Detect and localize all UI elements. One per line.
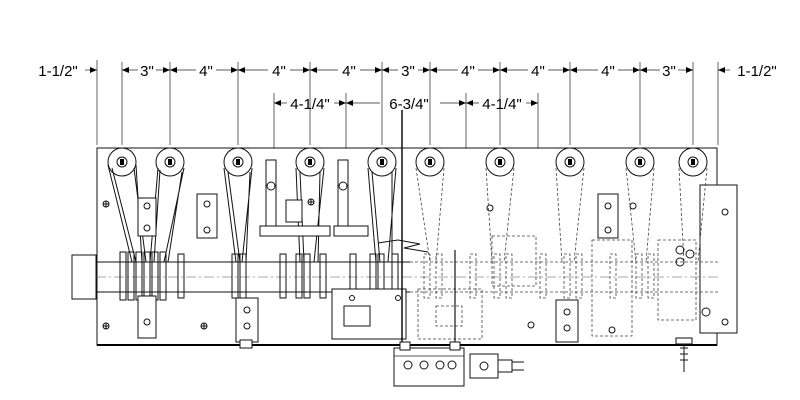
pulley-5 <box>367 147 397 177</box>
top-dim-label-2: 3" <box>140 63 154 80</box>
pulley-1 <box>107 147 137 177</box>
top-dim-label-3: 4" <box>199 63 213 80</box>
top-dim-label-11: 1-1/2" <box>737 63 777 80</box>
center-switch-block <box>331 288 407 340</box>
spring-assembly-1 <box>259 159 331 237</box>
adjust-screw <box>675 337 693 372</box>
pulley-6 <box>415 147 445 177</box>
pulley-row <box>107 147 708 177</box>
mid-dim-label-3: 4-1/4" <box>482 96 522 113</box>
right-switch-bracket-1 <box>555 299 579 343</box>
top-arrowheads <box>90 67 725 73</box>
base-plate <box>96 147 738 346</box>
cam-stacks-right <box>423 253 655 299</box>
mid-extension-lines <box>273 93 539 150</box>
top-extension-lines <box>96 60 719 145</box>
pulley-8 <box>555 147 585 177</box>
pulley-4 <box>295 147 325 177</box>
bottom-connector <box>393 341 524 387</box>
terminal-block-right <box>675 245 711 317</box>
right-end-bracket <box>699 184 738 334</box>
cam-group-1 <box>119 251 167 301</box>
pulley-7 <box>485 147 515 177</box>
mid-arrowheads <box>274 100 538 106</box>
switch-bracket-3 <box>235 297 259 349</box>
pulley-2 <box>155 147 185 177</box>
cam-stacks-left <box>119 251 399 301</box>
top-dim-label-7: 4" <box>461 63 475 80</box>
section-cut-line <box>377 110 456 358</box>
top-dim-label-1: 1-1/2" <box>38 63 78 80</box>
switch-bracket-2 <box>196 193 218 239</box>
switch-brackets <box>137 159 711 372</box>
top-dim-label-9: 4" <box>601 63 615 80</box>
cam-group-3 <box>279 253 327 299</box>
mid-dimension-chain: 4-1/4" 6-3/4" 4-1/4" <box>273 93 539 150</box>
left-switch-bracket <box>137 197 157 339</box>
mid-dim-label-2: 6-3/4" <box>389 96 429 113</box>
belts-right-hidden <box>415 167 708 263</box>
top-dim-label-10: 3" <box>662 63 676 80</box>
top-dimension-chain: 1-1/2" 3" 4" 4" 4" 3" 4" 4" 4" 3" 1-1/2" <box>38 60 777 145</box>
shaft-end-cap <box>71 254 97 300</box>
top-dim-label-8: 4" <box>531 63 545 80</box>
pulley-10 <box>678 147 708 177</box>
right-switch-bracket-2 <box>597 193 619 239</box>
pulley-9 <box>625 147 655 177</box>
plate-mounting-holes <box>102 198 637 334</box>
top-dim-label-5: 4" <box>342 63 356 80</box>
top-dim-label-4: 4" <box>272 63 286 80</box>
mid-dim-label-1: 4-1/4" <box>290 96 330 113</box>
top-dim-label-6: 3" <box>401 63 415 80</box>
center-switch-block-hidden <box>417 235 537 340</box>
pulley-3 <box>223 147 253 177</box>
right-switch-bracket-3 <box>591 239 697 337</box>
spring-assembly-2 <box>333 159 369 237</box>
